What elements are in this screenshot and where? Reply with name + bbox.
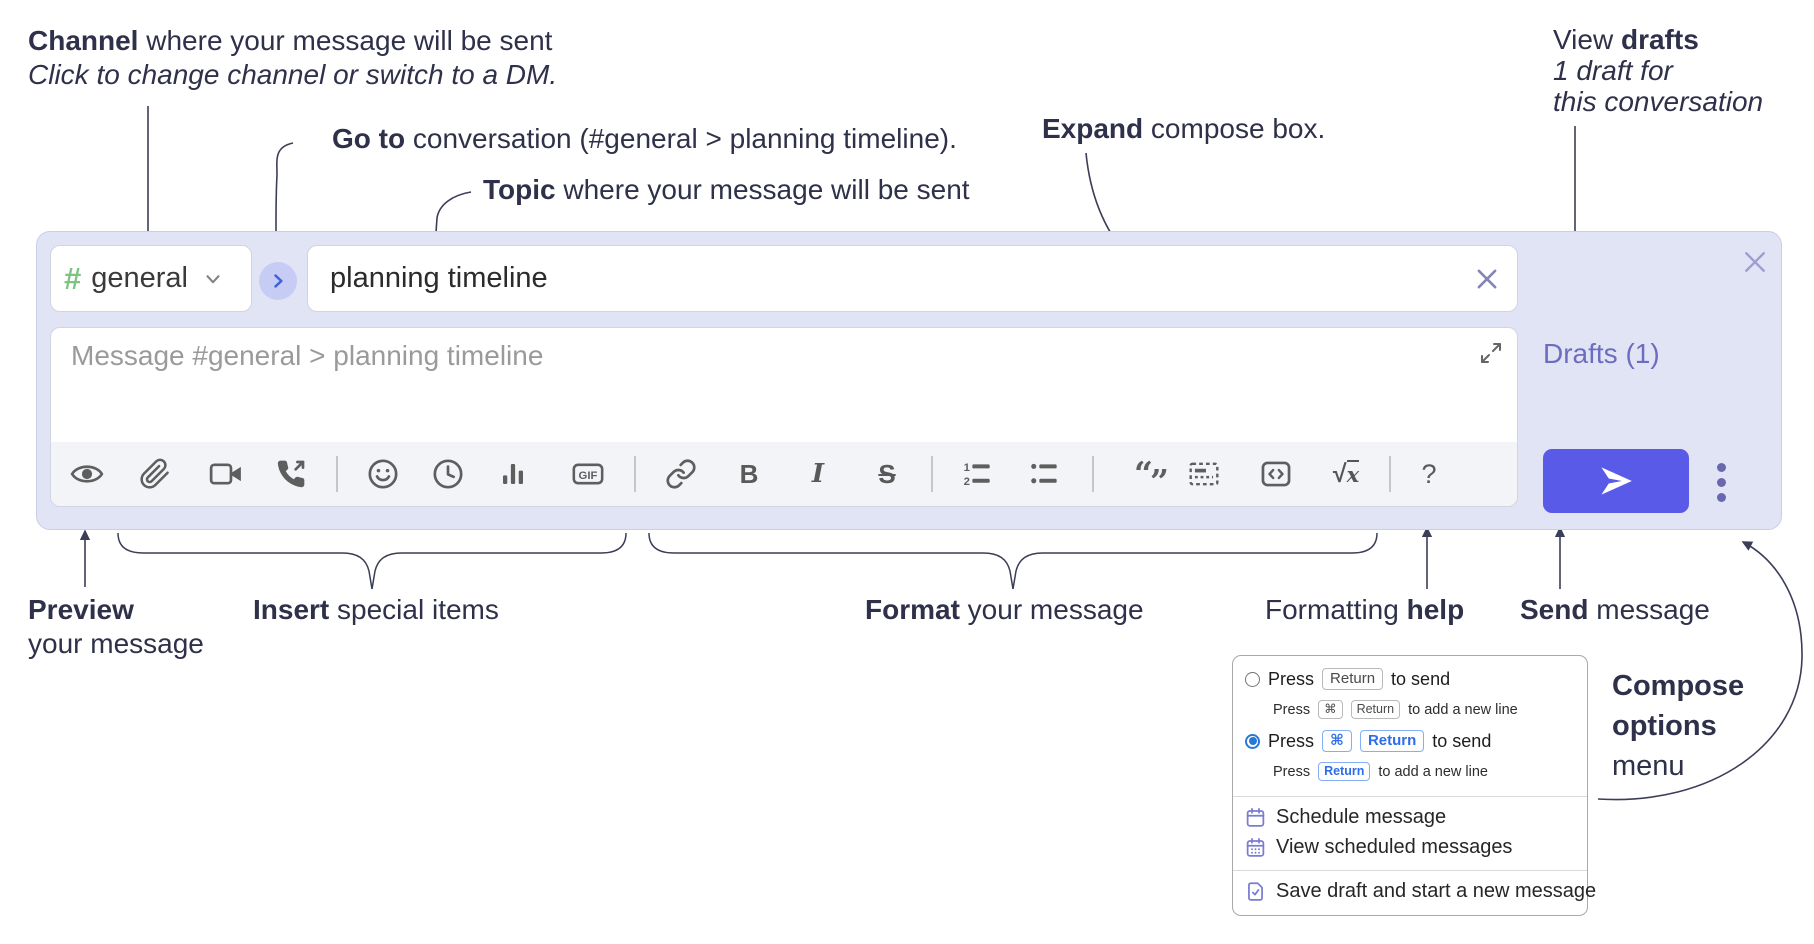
save-draft-item[interactable]: Save draft and start a new message <box>1245 880 1596 903</box>
message-input[interactable] <box>51 328 1517 440</box>
message-area: GIF B I S 12 “” <box>50 327 1518 507</box>
channel-hash-icon: # <box>64 260 82 296</box>
goto-annotation: Go to conversation (#general > planning … <box>332 123 957 154</box>
calendar-icon <box>1245 807 1266 828</box>
poll-icon[interactable] <box>496 457 530 491</box>
topic-field <box>307 245 1518 312</box>
time-icon[interactable] <box>431 457 465 491</box>
goto-arrow <box>270 142 294 243</box>
chevron-right-icon <box>274 274 283 288</box>
expand-annotation: Expand compose box. <box>1042 113 1326 144</box>
spoiler-icon[interactable] <box>1187 457 1221 491</box>
channel-annotation: Channel where your message will be sent … <box>28 25 558 90</box>
view-drafts-annotation: View drafts 1 draft for this conversatio… <box>1553 24 1764 117</box>
send-option-return-subtext: Press ⌘ Return to add a new line <box>1273 700 1518 719</box>
code-icon[interactable] <box>1259 457 1293 491</box>
chevron-down-icon <box>202 268 224 290</box>
bold-icon[interactable]: B <box>739 458 759 489</box>
bulleted-list-icon[interactable] <box>1027 457 1061 491</box>
compose-box: # general <box>36 231 1782 530</box>
send-icon <box>1601 467 1632 495</box>
toolbar-divider <box>1092 456 1094 492</box>
insert-annotation: Insert special items <box>253 594 499 625</box>
svg-text:GIF: GIF <box>579 470 598 482</box>
preview-icon[interactable] <box>70 457 104 491</box>
toolbar-divider <box>1389 456 1391 492</box>
schedule-message-item[interactable]: Schedule message <box>1245 806 1446 829</box>
send-button[interactable] <box>1543 449 1689 513</box>
view-scheduled-messages-item[interactable]: View scheduled messages <box>1245 836 1512 859</box>
draft-check-icon <box>1245 881 1266 902</box>
channel-selector[interactable]: # general <box>50 245 252 312</box>
calendar-grid-icon <box>1245 837 1266 858</box>
toolbar-divider <box>931 456 933 492</box>
preview-annotation: Preview your message <box>28 594 204 659</box>
strikethrough-icon[interactable]: S <box>878 458 896 489</box>
insert-brace <box>117 532 627 590</box>
drafts-link[interactable]: Drafts (1) <box>1543 338 1660 369</box>
svg-text:2: 2 <box>964 476 970 488</box>
topic-input[interactable] <box>328 261 1412 296</box>
toolbar-divider <box>634 456 636 492</box>
go-to-conversation-button[interactable] <box>259 262 297 300</box>
expand-compose-icon[interactable] <box>1477 339 1505 372</box>
emoji-icon[interactable] <box>366 457 400 491</box>
send-option-return[interactable]: Press Return to send <box>1245 668 1450 690</box>
math-icon[interactable]: √x <box>1332 459 1360 488</box>
channel-name: general <box>91 262 188 294</box>
quote-icon[interactable]: “” <box>1134 454 1169 501</box>
attach-file-icon[interactable] <box>138 457 172 491</box>
topic-annotation: Topic where your message will be sent <box>483 174 970 205</box>
toolbar-divider <box>336 456 338 492</box>
format-annotation: Format your message <box>865 594 1144 625</box>
link-icon[interactable] <box>664 457 698 491</box>
italic-icon[interactable]: I <box>811 459 825 489</box>
radio-selected[interactable] <box>1245 733 1260 749</box>
format-brace <box>648 532 1378 590</box>
message-formatting-help-icon[interactable]: ? <box>1421 458 1437 489</box>
gif-icon[interactable]: GIF <box>571 457 605 491</box>
send-option-cmd-return[interactable]: Press ⌘ Return to send <box>1245 730 1491 752</box>
compose-options-popup: Press Return to send Press ⌘ Return to a… <box>1232 655 1596 916</box>
send-option-cmd-return-subtext: Press Return to add a new line <box>1273 762 1488 781</box>
formatting-help-annotation: Formatting help <box>1265 594 1465 625</box>
video-call-icon[interactable] <box>209 457 243 491</box>
radio-unselected[interactable] <box>1245 671 1260 687</box>
compose-options-annotation: Compose options menu <box>1612 670 1745 782</box>
voice-call-icon[interactable] <box>274 457 308 491</box>
popup-divider <box>1233 870 1587 871</box>
clear-topic-icon[interactable] <box>1473 265 1501 298</box>
svg-text:1: 1 <box>964 462 970 474</box>
compose-options-menu-icon[interactable] <box>1713 459 1730 506</box>
close-compose-icon[interactable] <box>1741 248 1769 281</box>
popup-divider <box>1233 796 1587 797</box>
send-annotation: Send message <box>1520 594 1710 625</box>
